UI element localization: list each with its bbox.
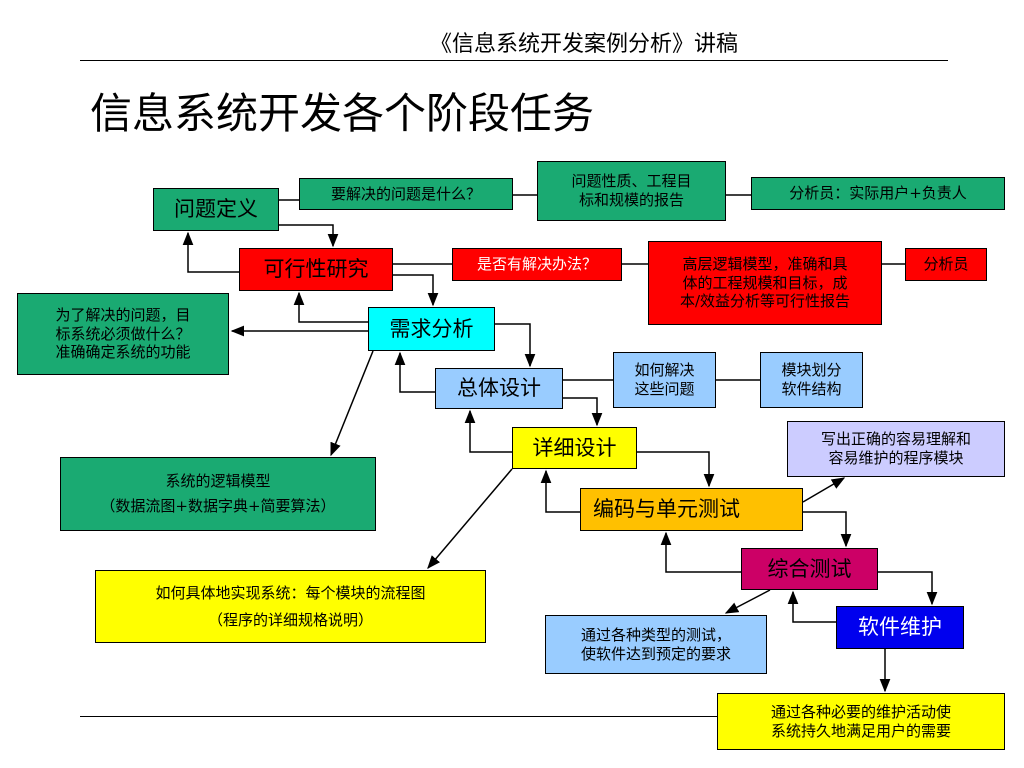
stage-coding-unit-test: 编码与单元测试 bbox=[580, 488, 803, 531]
note-testing-output: 通过各种类型的测试， 使软件达到预定的要求 bbox=[545, 615, 767, 674]
stage-label: 问题定义 bbox=[174, 197, 258, 222]
note-feasibility-analyst: 分析员 bbox=[905, 248, 987, 281]
note-coding-output: 写出正确的容易理解和 容易维护的程序模块 bbox=[787, 421, 1005, 477]
arrow-maintenance-back-to-testing bbox=[787, 590, 836, 623]
note-problem-analyst: 分析员：实际用户+负责人 bbox=[751, 177, 1005, 210]
note-problem-question: 要解决的问题是什么？ bbox=[299, 178, 513, 210]
stage-overall-design: 总体设计 bbox=[435, 368, 563, 409]
note-design-question: 如何解决 这些问题 bbox=[613, 352, 716, 408]
header-rule bbox=[80, 60, 948, 61]
stage-label: 软件维护 bbox=[858, 615, 942, 640]
stage-label: 总体设计 bbox=[457, 376, 541, 401]
arrow-testing-back-to-coding bbox=[660, 531, 741, 573]
footer-rule bbox=[80, 716, 717, 717]
arrow-testing-to-maintenance bbox=[878, 571, 938, 606]
stage-problem-definition: 问题定义 bbox=[153, 188, 279, 231]
stage-maintenance: 软件维护 bbox=[836, 606, 964, 649]
arrow-requirements-to-logic-model bbox=[330, 350, 374, 457]
arrow-design-to-detailed bbox=[563, 397, 603, 427]
arrow-detailed-to-coding bbox=[637, 451, 715, 488]
stage-feasibility-study: 可行性研究 bbox=[239, 248, 393, 291]
stage-label: 综合测试 bbox=[767, 556, 852, 581]
arrow-detailed-back-to-design bbox=[464, 409, 512, 453]
arrow-problem-to-feasibility bbox=[279, 224, 339, 248]
arrow-feasibility-to-requirements bbox=[393, 274, 439, 307]
arrow-coding-to-testing bbox=[803, 511, 852, 548]
note-feasibility-report: 高层逻辑模型，准确和具 体的工程规模和目标，成 本/效益分析等可行性报告 bbox=[648, 241, 882, 325]
note-detailed-design-output: 如何具体地实现系统：每个模块的流程图 （程序的详细规格说明） bbox=[95, 570, 486, 643]
note-maintenance-output: 通过各种必要的维护活动使 系统持久地满足用户的需要 bbox=[717, 693, 1005, 750]
arrow-coding-back-to-detailed bbox=[540, 469, 580, 513]
arrow-requirements-back-to-feasibility bbox=[293, 291, 368, 323]
stage-detailed-design: 详细设计 bbox=[512, 427, 637, 469]
stage-label: 编码与单元测试 bbox=[593, 497, 740, 522]
slide-header: 《信息系统开发案例分析》讲稿 bbox=[430, 32, 739, 57]
arrow-design-back-to-requirements bbox=[394, 351, 435, 393]
note-feasibility-question: 是否有解决办法？ bbox=[452, 248, 622, 281]
stage-label: 需求分析 bbox=[389, 316, 474, 341]
arrow-requirements-to-design bbox=[495, 323, 536, 368]
arrow-detailed-to-output bbox=[427, 468, 513, 570]
note-requirements-question: 为了解决的问题，目 标系统必须做什么？ 准确确定系统的功能 bbox=[17, 293, 229, 375]
arrow-feasibility-back-to-problem bbox=[182, 231, 239, 273]
note-problem-report: 问题性质、工程目 标和规模的报告 bbox=[537, 161, 726, 221]
note-design-output: 模块划分 软件结构 bbox=[760, 352, 863, 408]
stage-label: 详细设计 bbox=[532, 435, 617, 460]
arrow-testing-to-output bbox=[724, 589, 771, 614]
stage-requirements-analysis: 需求分析 bbox=[368, 307, 495, 351]
stage-label: 可行性研究 bbox=[263, 257, 369, 282]
stage-integration-test: 综合测试 bbox=[741, 548, 878, 590]
note-logic-model: 系统的逻辑模型 （数据流图+数据字典+简要算法） bbox=[60, 457, 376, 531]
arrow-coding-to-output bbox=[802, 477, 846, 503]
slide-title: 信息系统开发各个阶段任务 bbox=[90, 89, 595, 138]
